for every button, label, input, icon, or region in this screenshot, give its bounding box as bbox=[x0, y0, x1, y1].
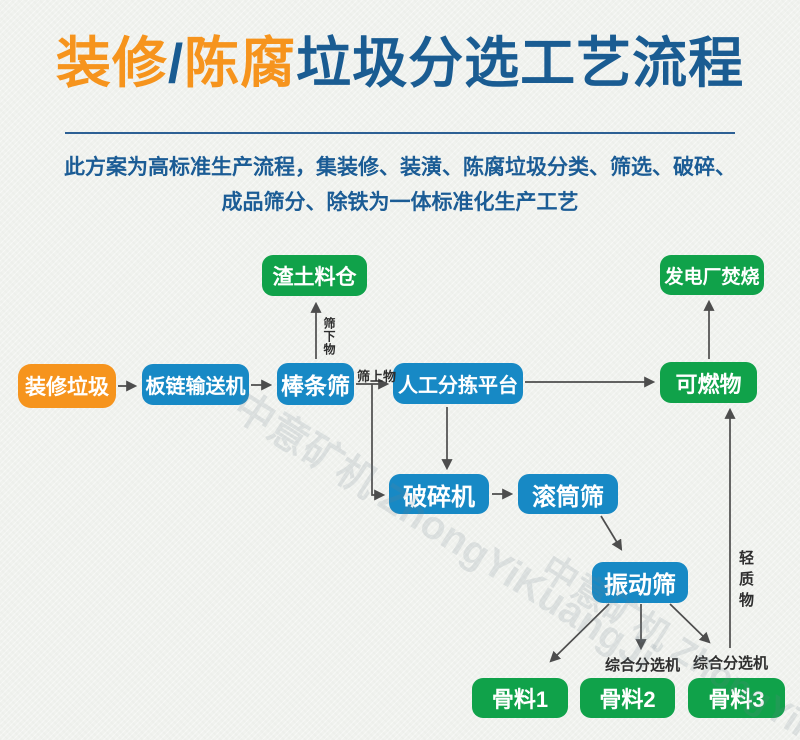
node-guliao-1: 骨料1 bbox=[472, 678, 568, 718]
node-guliao-2: 骨料2 bbox=[580, 678, 675, 718]
edge-label-qingzhiwu: 轻质物 bbox=[737, 550, 754, 613]
page-title: 装修/陈腐垃圾分选工艺流程 bbox=[0, 32, 800, 94]
node-fadianchang-fenshao: 发电厂焚烧 bbox=[660, 255, 764, 295]
edge-label-shaishangwu: 筛上物 bbox=[357, 369, 397, 384]
node-guliao-3: 骨料3 bbox=[688, 678, 785, 718]
arrow-guntong-to-zhendong bbox=[600, 515, 623, 551]
title-part-chenfu: 陈腐 bbox=[184, 32, 297, 94]
arrow-zhendong-to-guliao3 bbox=[669, 603, 711, 644]
edge-label-zonghe-fenxuanji-2: 综合分选机 bbox=[693, 655, 769, 672]
node-posuiji: 破碎机 bbox=[389, 474, 489, 514]
node-bangtiao-shai: 棒条筛 bbox=[277, 363, 354, 405]
title-part-rest: 垃圾分选工艺流程 bbox=[296, 32, 745, 94]
arrow-branch-to-posui bbox=[371, 384, 386, 501]
node-zhuangxiu-laji: 装修垃圾 bbox=[18, 364, 116, 408]
arrow-zhendong-to-guliao1 bbox=[549, 603, 610, 663]
subtitle-line-1: 此方案为高标准生产流程，集装修、装潢、陈腐垃圾分类、筛选、破碎、 bbox=[64, 156, 736, 179]
edge-label-shaixiawu: 筛下物 bbox=[322, 317, 336, 356]
node-banlian-shusongji: 板链输送机 bbox=[142, 364, 249, 405]
subtitle-line-2: 成品筛分、除铁为一体标准化生产工艺 bbox=[221, 191, 579, 214]
node-keranwu: 可燃物 bbox=[660, 362, 757, 403]
title-divider bbox=[65, 132, 735, 134]
title-part-zhuangxiu: 装修 bbox=[55, 32, 168, 94]
node-guntongshai: 滚筒筛 bbox=[518, 474, 618, 514]
subtitle: 此方案为高标准生产流程，集装修、装潢、陈腐垃圾分类、筛选、破碎、 成品筛分、除铁… bbox=[40, 150, 760, 220]
edge-label-zonghe-fenxuanji-1: 综合分选机 bbox=[605, 657, 681, 674]
node-zhatu-liaocang: 渣土料仓 bbox=[262, 255, 367, 296]
node-rengong-fenjian-pingtai: 人工分拣平台 bbox=[393, 363, 523, 404]
node-zhendongshai: 振动筛 bbox=[592, 562, 688, 603]
title-slash: / bbox=[167, 32, 185, 94]
